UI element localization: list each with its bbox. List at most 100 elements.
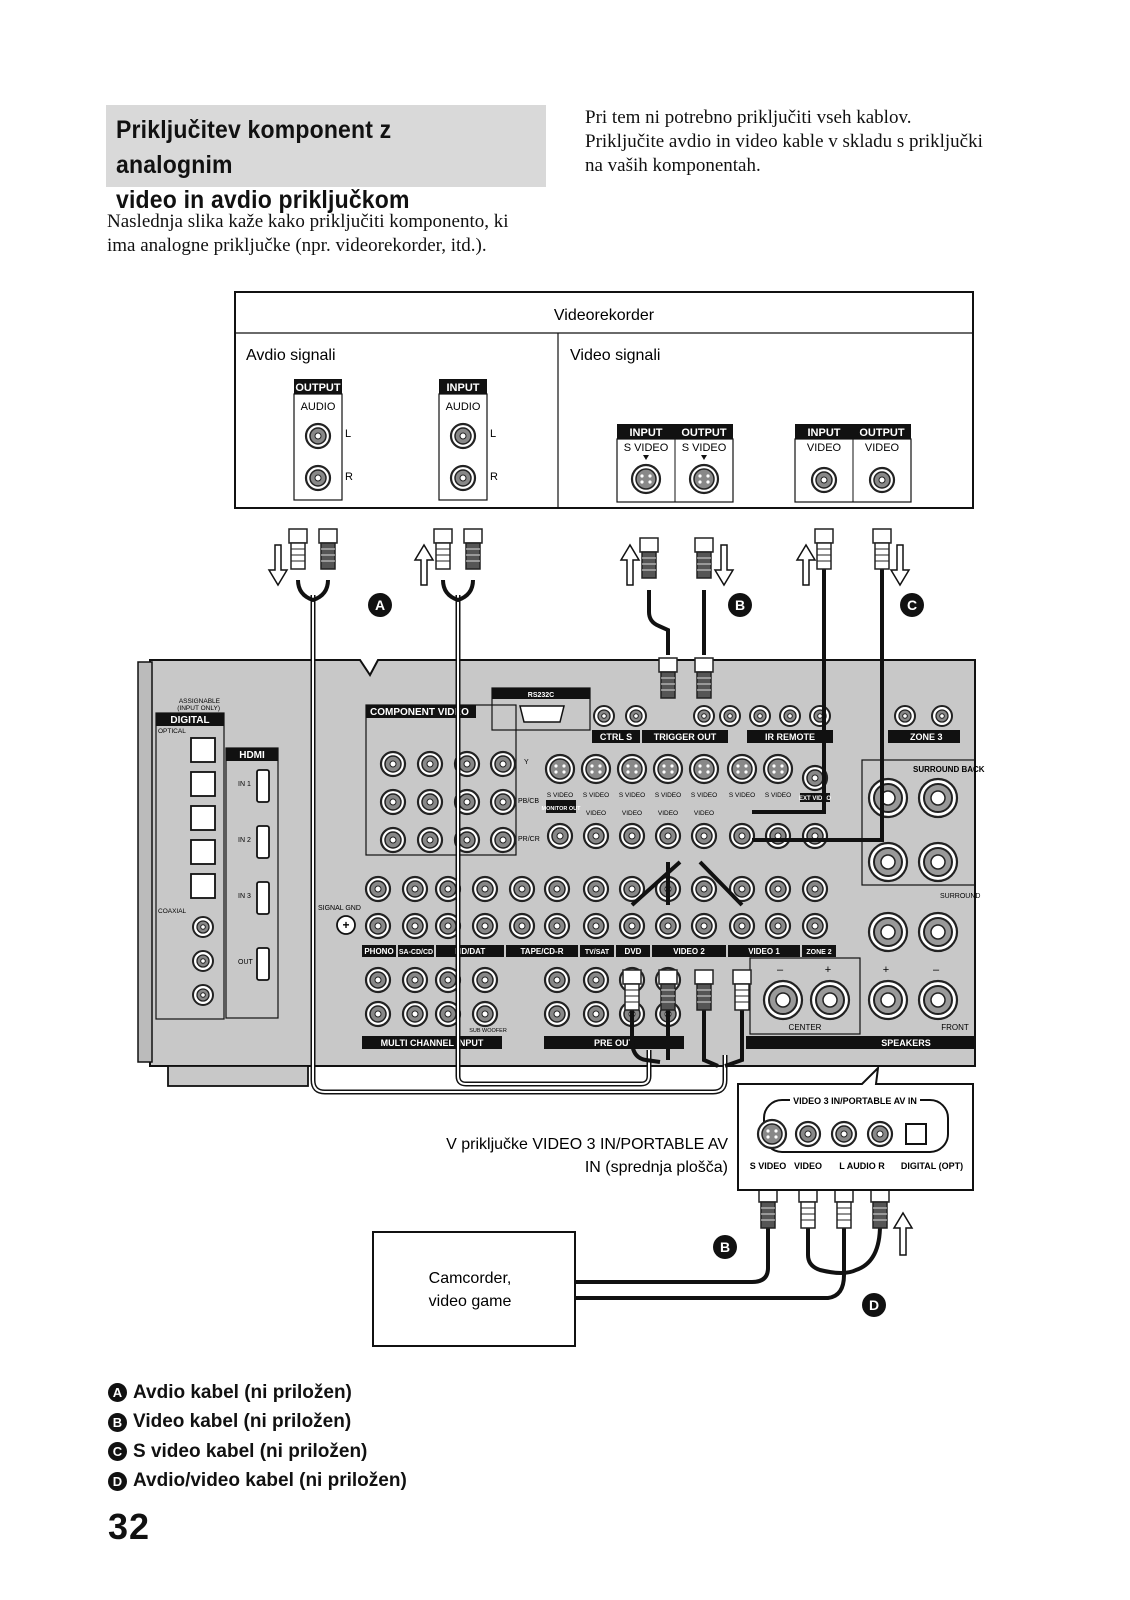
legend-item-c: C S video kabel (ni priložen) — [108, 1437, 407, 1467]
badge-b: B — [728, 593, 752, 617]
svg-text:SURROUND: SURROUND — [940, 893, 980, 900]
svg-text:IN 2: IN 2 — [238, 837, 251, 844]
legend-text-d: Avdio/video kabel (ni priložen) — [133, 1470, 407, 1492]
svg-text:SIGNAL GND: SIGNAL GND — [318, 905, 361, 912]
intro-left: Naslednja slika kaže kako priključiti ko… — [107, 210, 557, 258]
legend-text-b: Video kabel (ni priložen) — [133, 1411, 352, 1433]
svg-text:S VIDEO: S VIDEO — [682, 442, 727, 454]
svg-text:S VIDEO: S VIDEO — [655, 792, 681, 799]
badge-d: D — [862, 1293, 886, 1317]
svg-text:VIDEO: VIDEO — [865, 442, 900, 454]
vcr-video-jacks: INPUT OUTPUT VIDEO VIDEO — [794, 424, 912, 503]
svg-text:–: – — [933, 964, 940, 976]
svg-text:OUTPUT: OUTPUT — [859, 427, 905, 439]
svg-text:DIGITAL: DIGITAL — [170, 715, 209, 726]
legend-item-d: D Avdio/video kabel (ni priložen) — [108, 1467, 407, 1497]
svg-text:L AUDIO R: L AUDIO R — [839, 1161, 885, 1171]
svg-text:TRIGGER OUT: TRIGGER OUT — [654, 732, 717, 742]
legend-item-b: B Video kabel (ni priložen) — [108, 1408, 407, 1438]
svg-text:PHONO: PHONO — [364, 947, 393, 956]
svg-text:MD/DAT: MD/DAT — [455, 947, 486, 956]
svg-text:TV/SAT: TV/SAT — [585, 949, 610, 956]
svg-text:R: R — [345, 471, 353, 483]
svg-text:Y: Y — [524, 759, 529, 766]
svg-text:ZONE 3: ZONE 3 — [910, 732, 943, 742]
camcorder-box: Camcorder, video game — [372, 1231, 576, 1347]
svg-text:MONITOR OUT: MONITOR OUT — [541, 806, 581, 812]
svg-text:B: B — [720, 1239, 730, 1255]
svg-text:S VIDEO: S VIDEO — [765, 792, 791, 799]
legend-item-a: A Avdio kabel (ni priložen) — [108, 1378, 407, 1408]
svg-text:VIDEO: VIDEO — [586, 810, 606, 817]
svg-text:SA-CD/CD: SA-CD/CD — [399, 949, 433, 956]
svg-text:ASSIGNABLE: ASSIGNABLE — [179, 698, 221, 705]
vcr-audio-output-jack: OUTPUT AUDIO L R — [293, 379, 353, 501]
svg-text:VIDEO: VIDEO — [807, 442, 842, 454]
front-panel-caption-1: V priključke VIDEO 3 IN/PORTABLE AV — [446, 1136, 728, 1153]
svg-text:R: R — [490, 471, 498, 483]
svg-text:SPEAKERS: SPEAKERS — [881, 1038, 931, 1048]
svg-text:DIGITAL (OPT): DIGITAL (OPT) — [901, 1161, 963, 1171]
legend-badge-c: C — [108, 1442, 127, 1462]
svg-text:A: A — [375, 597, 385, 613]
page-number: 32 — [108, 1506, 151, 1547]
svg-text:CTRL S: CTRL S — [600, 732, 632, 742]
signal-arrows — [267, 543, 914, 1256]
svg-text:TAPE/CD-R: TAPE/CD-R — [521, 947, 564, 956]
svg-text:S VIDEO: S VIDEO — [624, 442, 669, 454]
heading-line-2: video in avdio priključkom — [116, 186, 410, 214]
svg-text:L: L — [345, 428, 351, 440]
svg-text:IN 1: IN 1 — [238, 781, 251, 788]
svg-text:MULTI CHANNEL INPUT: MULTI CHANNEL INPUT — [381, 1038, 484, 1048]
front-panel-caption-2: IN (sprednja plošča) — [585, 1159, 728, 1176]
svg-text:VIDEO: VIDEO — [658, 810, 678, 817]
vcr-video-label: Video signali — [570, 347, 660, 364]
svg-text:ZONE 2: ZONE 2 — [806, 949, 831, 956]
svg-text:VIDEO: VIDEO — [794, 1161, 822, 1171]
svg-text:PB/CB: PB/CB — [518, 798, 539, 805]
svg-text:OPTICAL: OPTICAL — [158, 728, 186, 735]
svg-text:AUDIO: AUDIO — [301, 401, 336, 413]
svg-text:PR/CR: PR/CR — [518, 836, 540, 843]
badge-b-lower: B — [713, 1235, 737, 1259]
cable-legend: A Avdio kabel (ni priložen) B Video kabe… — [108, 1378, 407, 1496]
badge-a: A — [368, 593, 392, 617]
svg-text:video game: video game — [429, 1293, 512, 1310]
svg-text:S VIDEO: S VIDEO — [547, 792, 573, 799]
section-heading: Priključitev komponent z analognim video… — [116, 113, 512, 218]
intro-left-text: Naslednja slika kaže kako priključiti ko… — [107, 211, 509, 256]
svg-text:OUT: OUT — [238, 959, 254, 966]
svg-text:PRE OUT: PRE OUT — [594, 1038, 635, 1048]
heading-line-1: Priključitev komponent z analognim — [116, 116, 392, 179]
svg-text:S VIDEO: S VIDEO — [750, 1161, 787, 1171]
svg-text:S VIDEO: S VIDEO — [729, 792, 755, 799]
badge-c: C — [900, 593, 924, 617]
svg-text:VIDEO: VIDEO — [622, 810, 642, 817]
svg-text:IN 3: IN 3 — [238, 893, 251, 900]
svg-text:AUDIO: AUDIO — [446, 401, 481, 413]
svg-text:FRONT: FRONT — [941, 1023, 969, 1032]
intro-right-text: Pri tem ni potrebno priključiti vseh kab… — [585, 107, 983, 176]
legend-text-c: S video kabel (ni priložen) — [133, 1440, 368, 1462]
legend-badge-a: A — [108, 1383, 127, 1403]
svg-text:OUTPUT: OUTPUT — [681, 427, 727, 439]
svg-text:VIDEO: VIDEO — [694, 810, 714, 817]
legend-badge-b: B — [108, 1412, 127, 1432]
receiver-video-jacks: EXT VIDEO S VIDEO S VIDEO S VIDEO S VIDE… — [541, 753, 831, 850]
svg-text:–: – — [777, 964, 784, 976]
svg-text:DVD: DVD — [625, 947, 642, 956]
svg-text:S VIDEO: S VIDEO — [691, 792, 717, 799]
svg-text:CENTER: CENTER — [789, 1023, 822, 1032]
svg-text:COAXIAL: COAXIAL — [158, 908, 187, 915]
svg-text:D: D — [869, 1297, 879, 1313]
cables — [296, 545, 884, 1300]
svg-text:VIDEO 2: VIDEO 2 — [673, 947, 705, 956]
legend-text-a: Avdio kabel (ni priložen) — [133, 1381, 352, 1403]
vcr-panel: Videorekorder Avdio signali Video signal… — [234, 291, 974, 509]
svg-text:Camcorder,: Camcorder, — [429, 1270, 512, 1287]
vcr-title: Videorekorder — [554, 307, 655, 324]
svg-text:INPUT: INPUT — [808, 427, 841, 439]
svg-text:L: L — [490, 428, 496, 440]
vcr-audio-label: Avdio signali — [246, 347, 336, 364]
